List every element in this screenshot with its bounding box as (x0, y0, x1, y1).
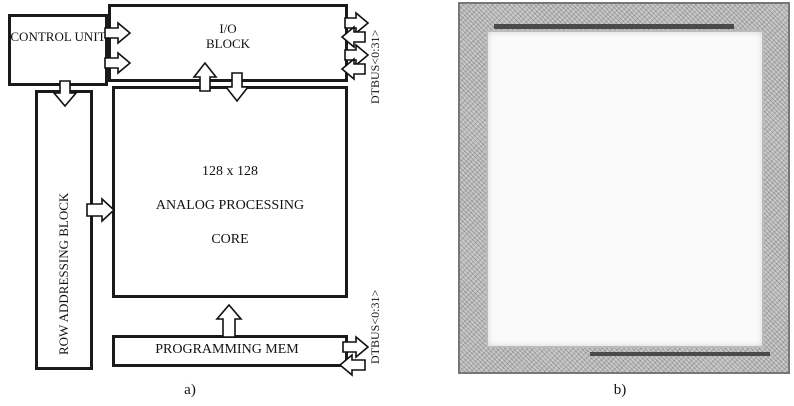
arrow-right-icon (104, 52, 132, 74)
arrow-right-icon (86, 198, 116, 222)
core-label-type: ANALOG PROCESSING (112, 198, 348, 214)
control-unit-label: CONTROL UNIT (10, 30, 106, 45)
arrow-up-icon (216, 304, 242, 338)
core-label-size: 128 x 128 (112, 164, 348, 180)
arrow-up-icon (194, 62, 218, 92)
chip-photo-top-edge (494, 24, 734, 29)
control-unit-block (8, 14, 108, 86)
arrow-left-icon (338, 354, 366, 376)
chip-photo-bottom-edge (590, 352, 770, 356)
caption-b: b) (600, 382, 640, 399)
caption-a: a) (170, 382, 210, 399)
arrow-down-icon (226, 72, 250, 102)
arrow-left-icon (340, 58, 366, 80)
io-block-label: I/O BLOCK (196, 22, 260, 52)
dtbus-top-label: DTBUS<0:31> (368, 30, 383, 104)
dtbus-bottom-label: DTBUS<0:31> (368, 290, 383, 364)
arrow-down-icon (54, 80, 78, 108)
programming-mem-label: PROGRAMMING MEM (112, 342, 342, 358)
analog-processing-core (112, 86, 348, 298)
chip-photo (458, 2, 790, 374)
arrow-right-icon (104, 22, 132, 44)
chip-photo-core-area (486, 30, 764, 348)
row-addressing-label: ROW ADDRESSING BLOCK (56, 193, 72, 355)
core-label-core: CORE (112, 232, 348, 248)
